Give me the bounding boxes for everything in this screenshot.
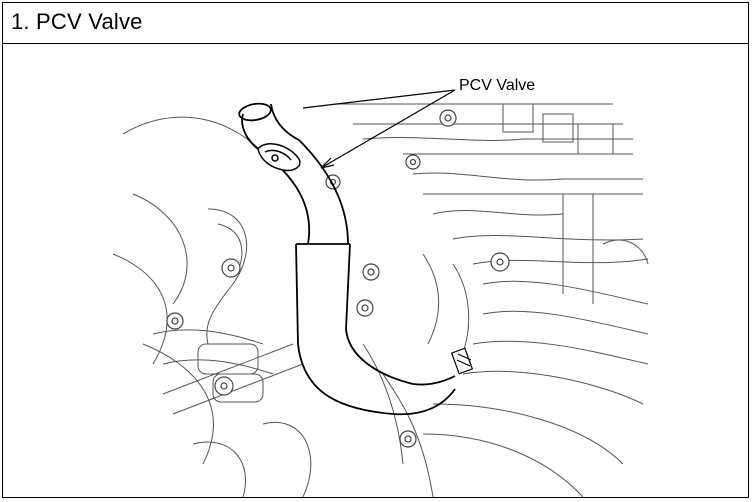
bolts (166, 109, 510, 448)
figure-header: 1. PCV Valve (3, 3, 748, 44)
engine-illustration: PCV Valve (3, 44, 748, 497)
hose-clip (450, 347, 474, 375)
figure-title: 1. PCV Valve (11, 9, 143, 34)
engine-background-parts (112, 116, 312, 497)
callout-leader-line (302, 89, 456, 169)
pcv-valve-callout-label: PCV Valve (457, 77, 538, 95)
pcv-valve-clamp (257, 143, 301, 172)
engine-line-drawing (112, 89, 649, 497)
engine-right-parts (333, 103, 649, 497)
